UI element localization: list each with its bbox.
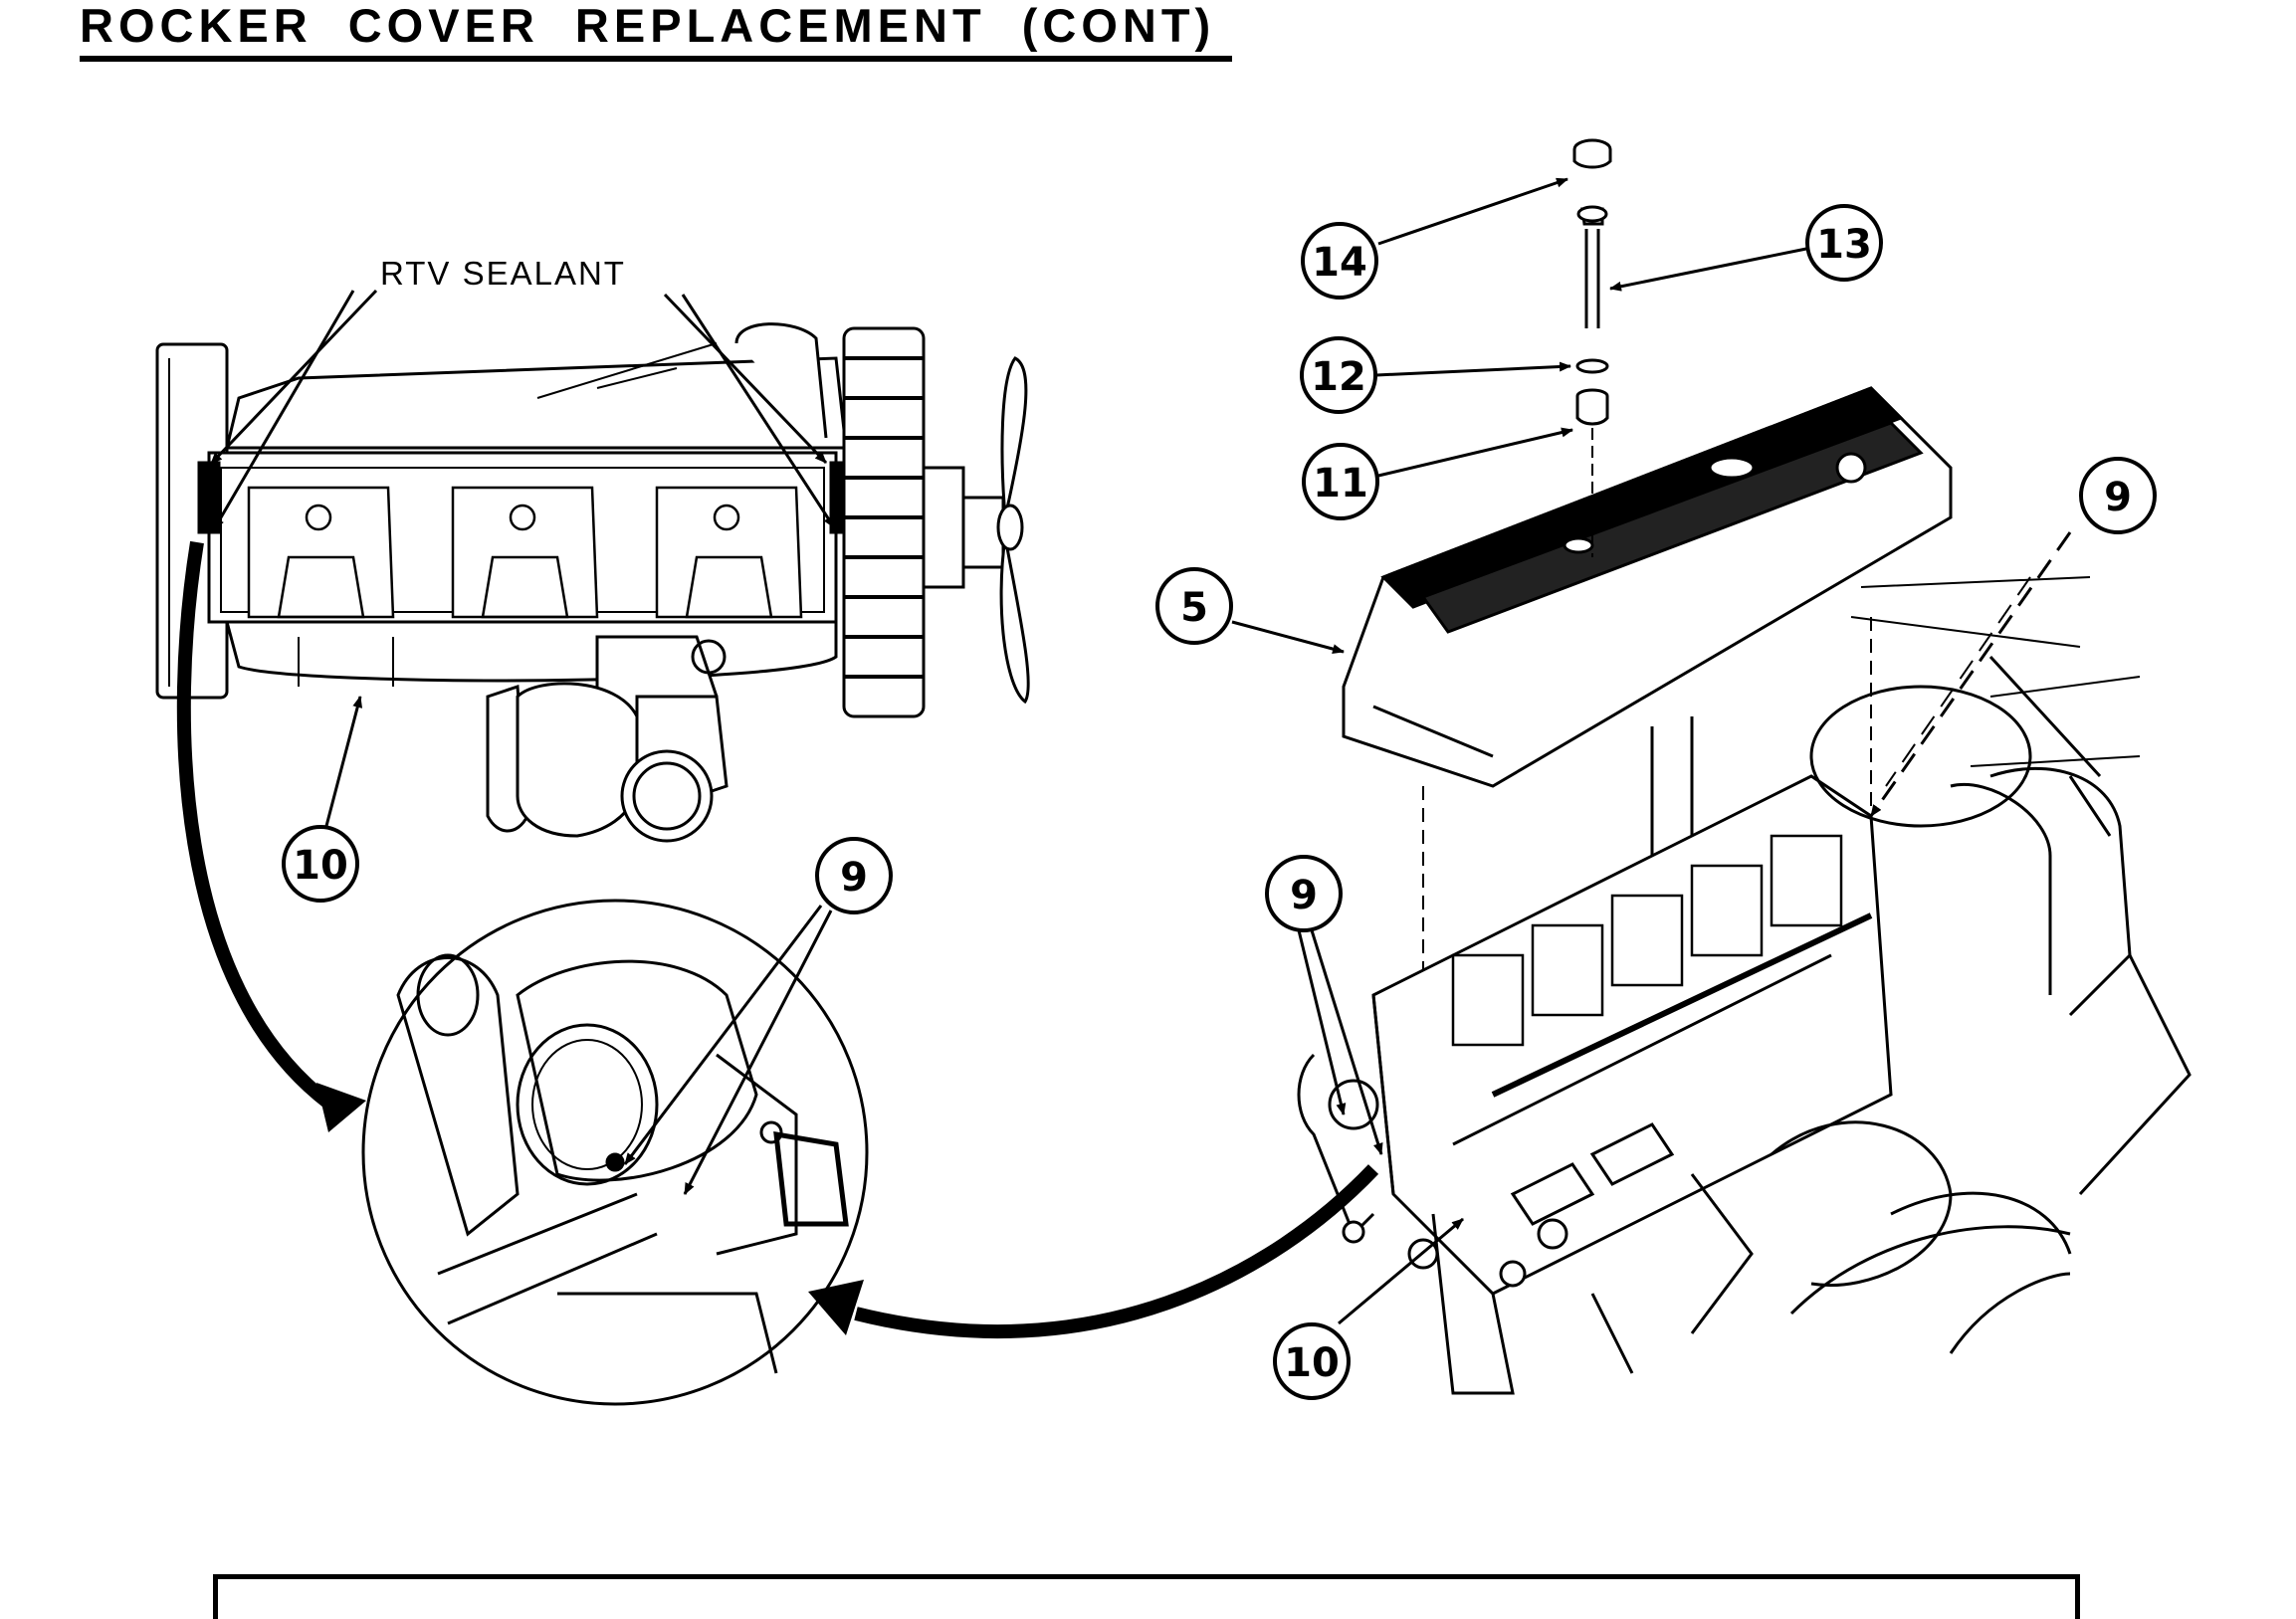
engine-iso-view (1297, 576, 2192, 1395)
rtv-leader-lines (209, 289, 836, 530)
rocker-cover (1342, 386, 1953, 788)
callout-5 (1155, 567, 1233, 645)
curved-arrow-left (176, 540, 333, 1109)
callout-9-right-label: 9 (2104, 475, 2132, 520)
page-title: ROCKER COVER REPLACEMENT (CONT) (80, 0, 1216, 52)
callout-11 (1302, 443, 1379, 520)
callout-9-right (2079, 457, 2157, 534)
callout-13-label: 13 (1816, 222, 1872, 268)
callout-10-left-label: 10 (293, 843, 348, 889)
callout-10-right (1273, 1322, 1351, 1400)
rtv-sealant-label: RTV SEALANT (380, 255, 626, 292)
callout-9-detail (815, 837, 893, 914)
callout-12-label: 12 (1311, 354, 1366, 400)
callout-9-mid (1265, 855, 1343, 932)
detail-circle (361, 899, 869, 1406)
callout-11-label: 11 (1313, 461, 1368, 506)
callout-10-left (282, 825, 359, 903)
callout-5-label: 5 (1180, 585, 1208, 631)
callout-12 (1300, 336, 1377, 414)
callout-9-detail-label: 9 (840, 855, 868, 901)
note-box-frame (213, 1574, 2080, 1619)
hardware-stack (1572, 138, 1612, 557)
callout-13 (1805, 204, 1883, 282)
callout-14-label: 14 (1312, 240, 1367, 286)
curved-arrow-bottom (854, 1164, 1379, 1339)
title-underline (80, 56, 1232, 62)
callout-14 (1301, 222, 1378, 300)
callout-10-right-label: 10 (1284, 1340, 1340, 1386)
engine-top-view (155, 322, 1030, 843)
callout-9-mid-label: 9 (1290, 873, 1318, 918)
